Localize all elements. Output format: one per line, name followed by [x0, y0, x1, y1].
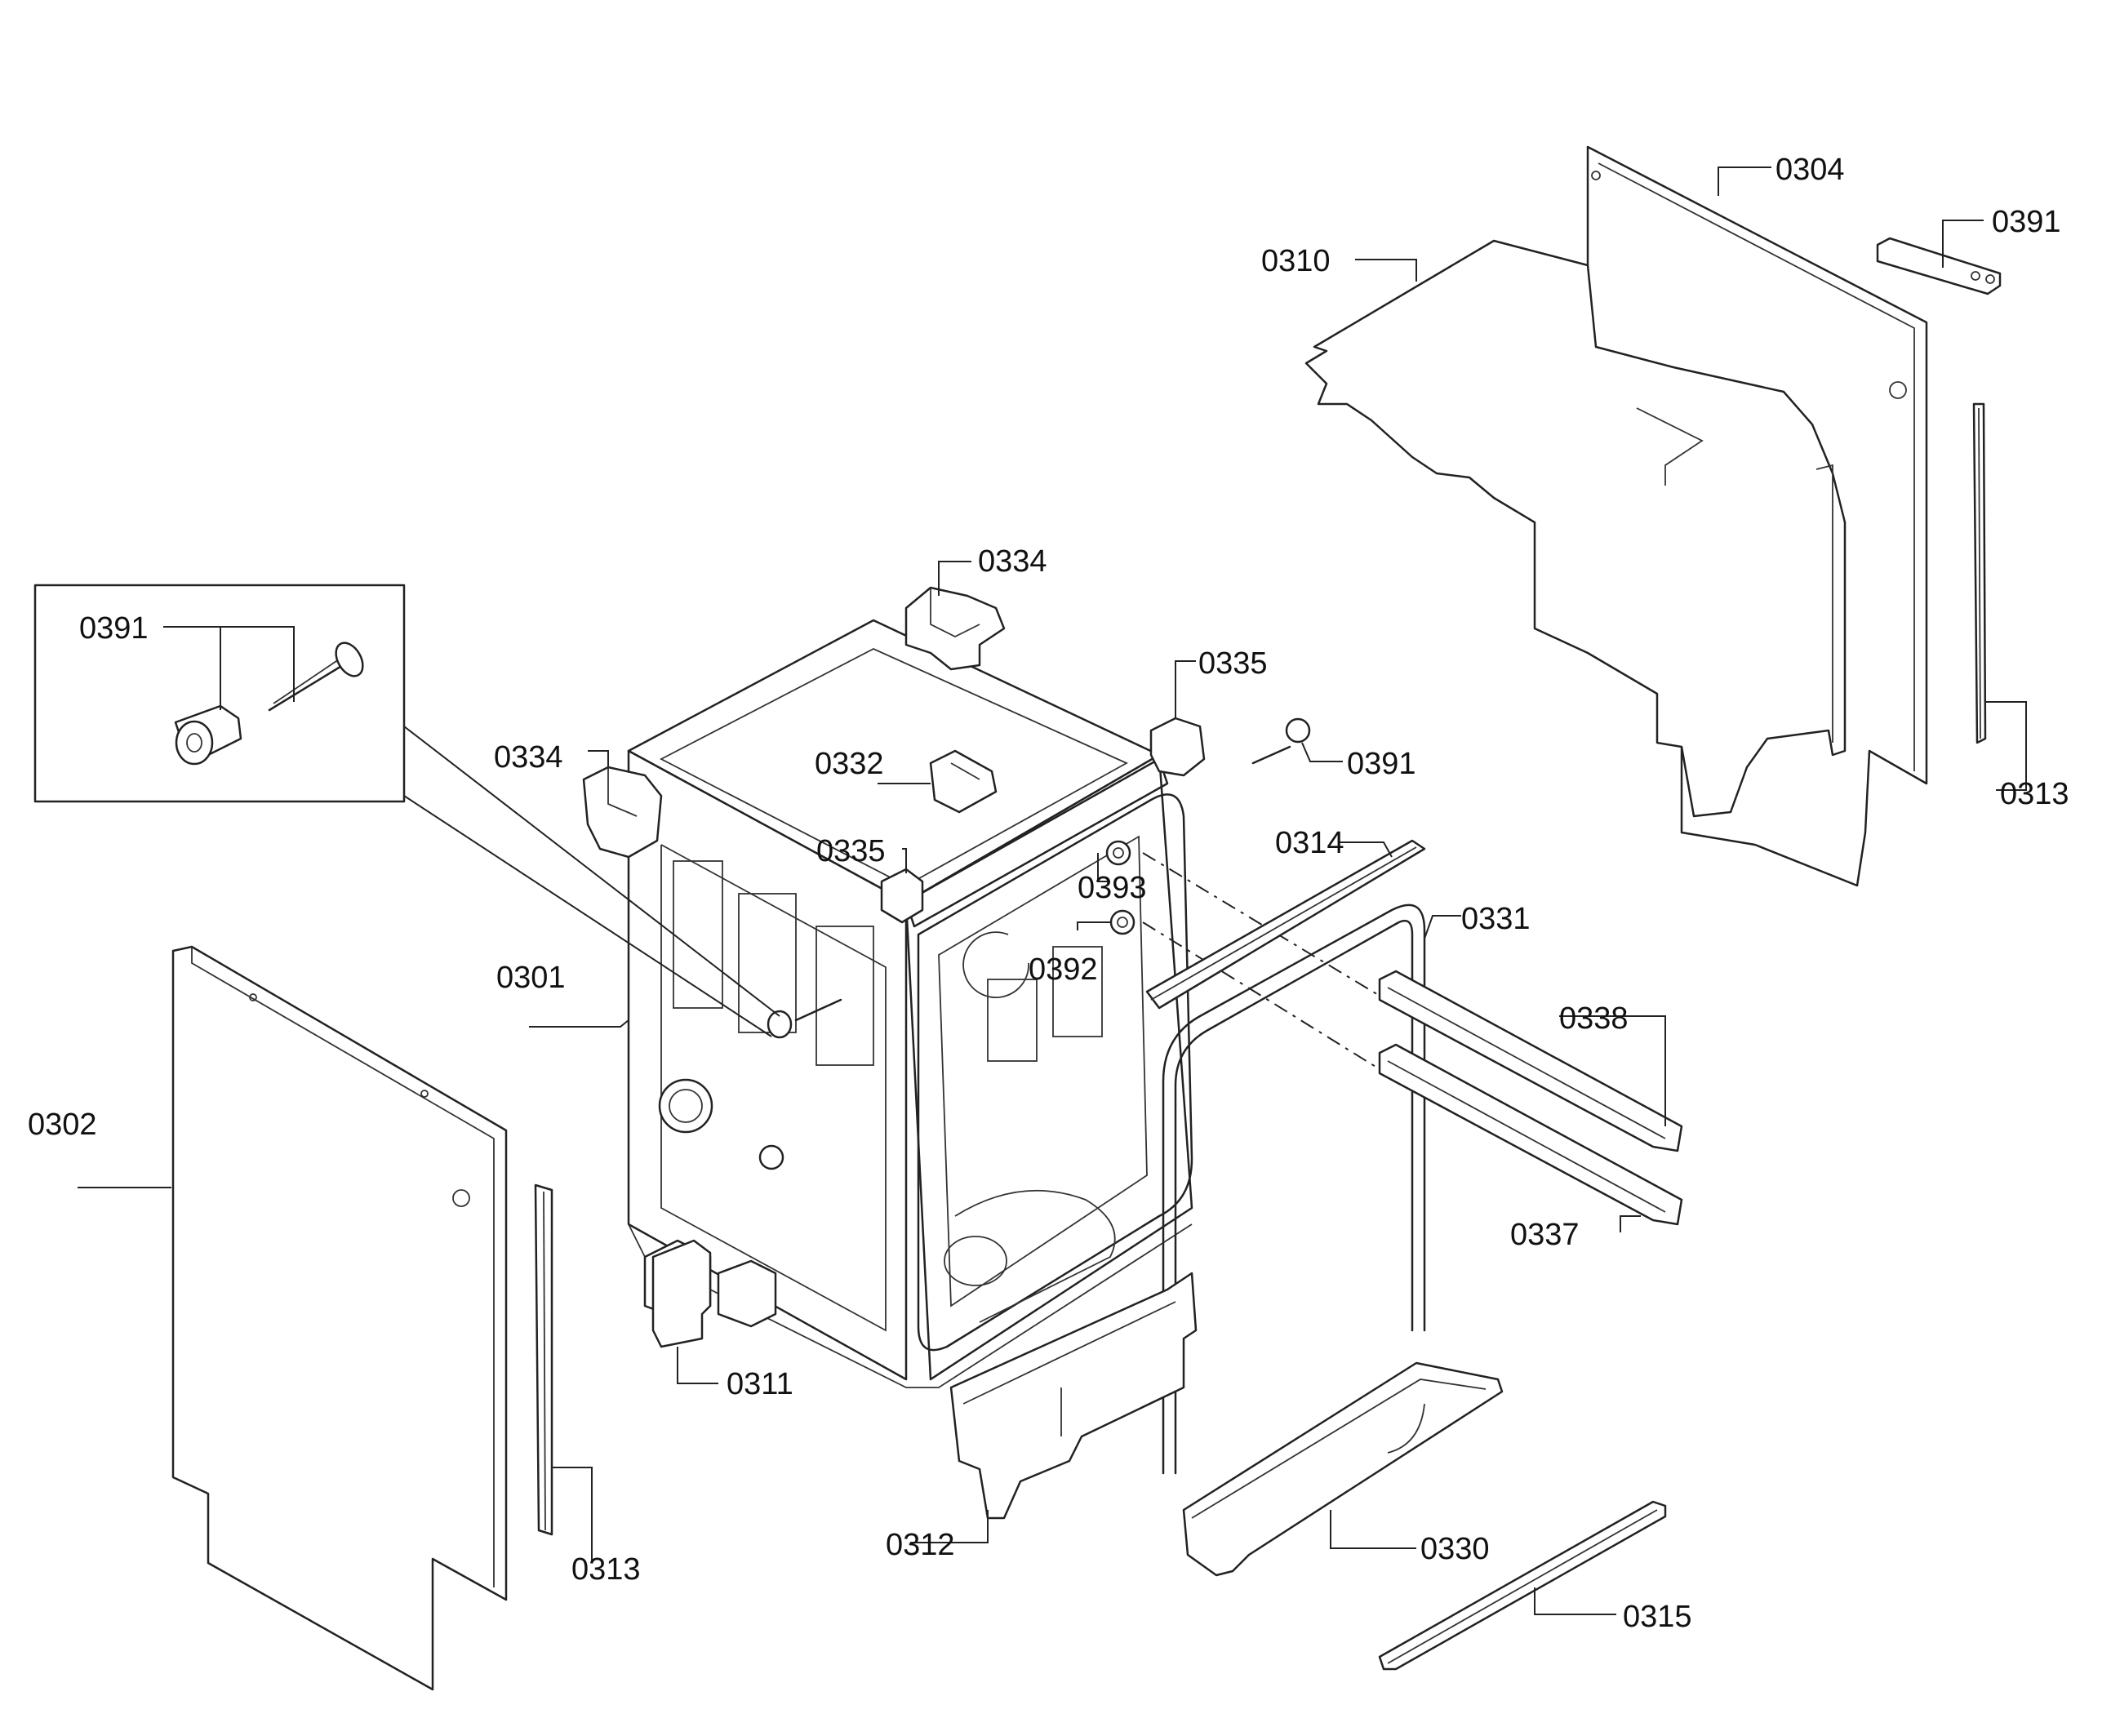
inset-leader-upper [403, 726, 780, 1017]
callout-0335-left: 0335 [816, 834, 886, 868]
part-0302-front-panel [171, 945, 508, 1691]
callout-leaders [78, 166, 2027, 1615]
callout-0391-inset: 0391 [79, 611, 149, 646]
callout-0393: 0393 [1078, 871, 1147, 905]
callout-0315: 0315 [1623, 1600, 1692, 1634]
callout-0337: 0337 [1510, 1218, 1580, 1252]
callout-0391-right: 0391 [1347, 747, 1416, 781]
callout-0334-top: 0334 [978, 544, 1047, 579]
part-0337-rail [1378, 1043, 1683, 1226]
part-0315-base-strip [1378, 1500, 1667, 1671]
callout-0392: 0392 [1029, 952, 1098, 987]
callout-0330: 0330 [1420, 1532, 1490, 1566]
part-0391-screw [1251, 717, 1311, 765]
part-0310-insulation-mat [1304, 239, 1847, 818]
part-0391-tub-screw [767, 998, 842, 1039]
callout-0338: 0338 [1559, 1001, 1629, 1036]
part-0301-tub [627, 619, 1193, 1388]
callout-0301: 0301 [496, 961, 566, 995]
part-0313-seal-strip-left [534, 1183, 553, 1536]
part-0392-fitting [1109, 909, 1135, 935]
callout-0334-left: 0334 [494, 740, 563, 775]
inset-screw-icon [268, 642, 364, 712]
part-0335-right-bracket [1149, 717, 1206, 777]
callout-0331: 0331 [1461, 902, 1531, 936]
callout-0312: 0312 [886, 1528, 955, 1562]
part-0393-fitting [1105, 840, 1131, 866]
part-0330-plinth [1182, 1361, 1504, 1577]
callout-labels: 0304 0391 0310 0334 0391 0335 0391 0334 … [28, 153, 2069, 1634]
callout-0304: 0304 [1775, 153, 1845, 187]
part-0332-latch [929, 749, 998, 814]
part-0334-left-bracket [582, 766, 663, 859]
callout-0313-left: 0313 [571, 1552, 641, 1587]
part-0314-strip [1145, 839, 1426, 1010]
inset-box [33, 584, 406, 803]
callout-0332: 0332 [815, 747, 884, 781]
callout-0314: 0314 [1275, 826, 1344, 860]
inset-anchor-icon [174, 704, 242, 766]
assembly-line-upper [1142, 852, 1380, 997]
part-0331-door-seal [1162, 904, 1426, 1475]
callout-0313-right: 0313 [2000, 777, 2069, 811]
part-0338-rail [1378, 970, 1683, 1152]
callout-0310: 0310 [1261, 244, 1331, 278]
part-0334-top-bracket [904, 586, 1006, 671]
callout-0391-top: 0391 [1992, 205, 2061, 239]
callout-0302: 0302 [28, 1108, 97, 1142]
inset-leader-lower [403, 795, 772, 1037]
callout-0335-top: 0335 [1198, 646, 1268, 681]
part-0311-insulation-block [651, 1239, 712, 1348]
callout-0311: 0311 [727, 1367, 793, 1401]
part-0313-seal-strip-right [1972, 402, 1987, 744]
part-0312-bottom-insulation [949, 1272, 1198, 1520]
part-0391-bracket [1876, 237, 2002, 295]
